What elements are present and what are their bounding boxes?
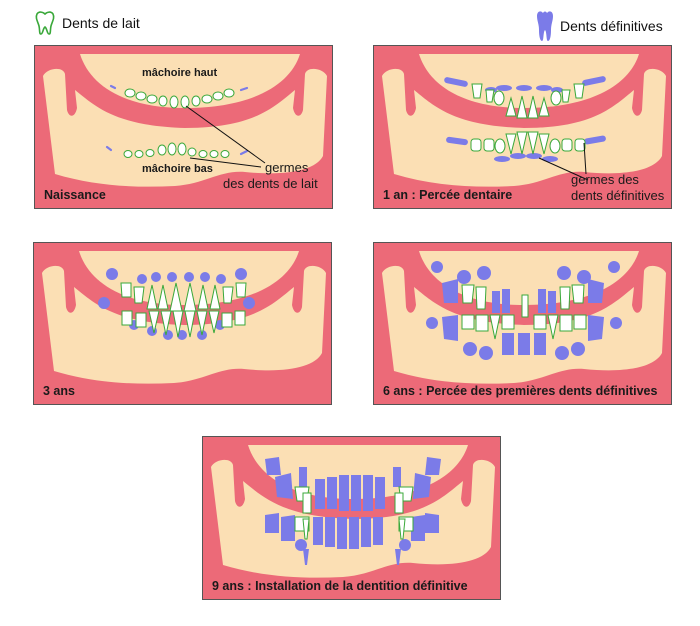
legend-primary-teeth: Dents de lait [34,10,140,36]
panel-caption: 1 an : Percée dentaire [383,188,513,202]
legend-primary-label: Dents de lait [62,15,140,31]
milk-tooth-germs-lower [123,142,230,158]
jaw-illustration [382,251,666,384]
callout-line1: germes des [571,172,639,187]
callout-permanent-germs: germes des dents définitives [571,172,664,204]
permanent-tooth-icon [537,11,553,41]
panel-caption: 3 ans [43,384,75,398]
panel-3-ans: 3 ans [33,242,332,405]
jaw-illustration [43,54,327,187]
upper-jaw-label: mâchoire haut [142,67,218,79]
lower-jaw-label: mâchoire bas [142,163,213,175]
milk-tooth-outline-icon [35,11,55,35]
panel-caption: 9 ans : Installation de la dentition déf… [212,579,468,593]
panel-caption: Naissance [44,188,106,202]
milk-tooth-germs-upper [124,88,235,109]
legend-permanent-teeth: Dents définitives [536,10,663,42]
panel-naissance: mâchoire haut mâchoire bas germes des de… [34,45,333,209]
callout-milk-germs-line2: des dents de lait [223,176,318,191]
jaw-illustration [42,251,326,384]
panel-6-ans: 6 ans : Percée des premières dents défin… [373,242,672,405]
callout-line2: dents définitives [571,188,665,203]
legend-permanent-label: Dents définitives [560,18,663,34]
callout-line1: germes [265,160,309,175]
panel-9-ans: 9 ans : Installation de la dentition déf… [202,436,501,600]
panel-caption: 6 ans : Percée des premières dents défin… [383,384,658,398]
jaw-illustration [382,54,666,187]
panel-1-an: germes des dents définitives 1 an : Perc… [373,45,672,209]
jaw-illustration [211,445,495,578]
callout-milk-germs: germes [263,160,329,176]
